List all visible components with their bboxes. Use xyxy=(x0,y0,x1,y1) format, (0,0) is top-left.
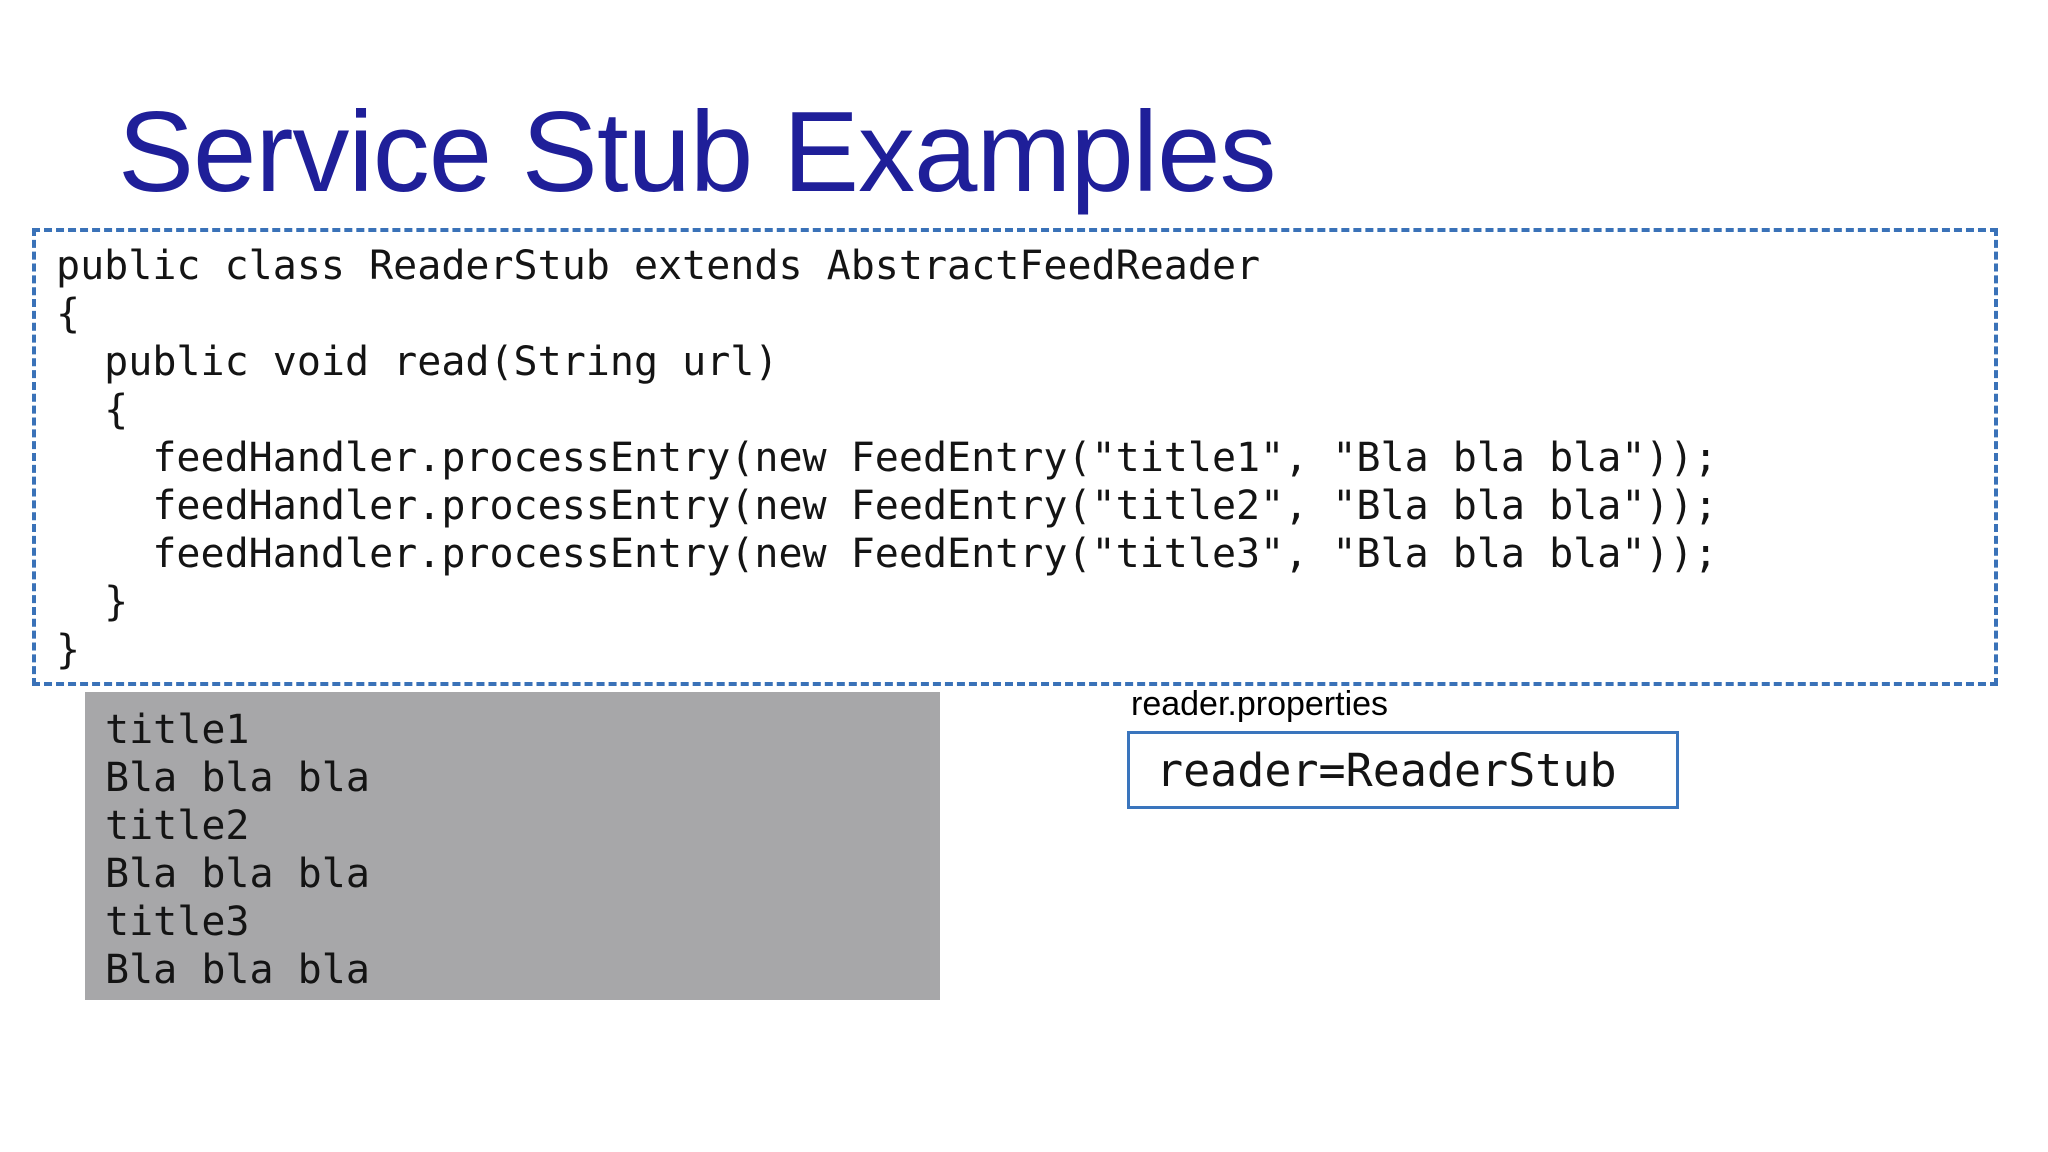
properties-value-box: reader=ReaderStub xyxy=(1127,731,1679,809)
properties-filename-label: reader.properties xyxy=(1131,685,1389,723)
page-title: Service Stub Examples xyxy=(118,89,1277,217)
console-output-text: title1 Bla bla bla title2 Bla bla bla ti… xyxy=(105,707,370,993)
code-snippet: public class ReaderStub extends Abstract… xyxy=(56,243,1718,673)
console-output-box: title1 Bla bla bla title2 Bla bla bla ti… xyxy=(85,692,940,1000)
properties-value-text: reader=ReaderStub xyxy=(1156,743,1617,797)
code-snippet-box: public class ReaderStub extends Abstract… xyxy=(32,228,1998,686)
